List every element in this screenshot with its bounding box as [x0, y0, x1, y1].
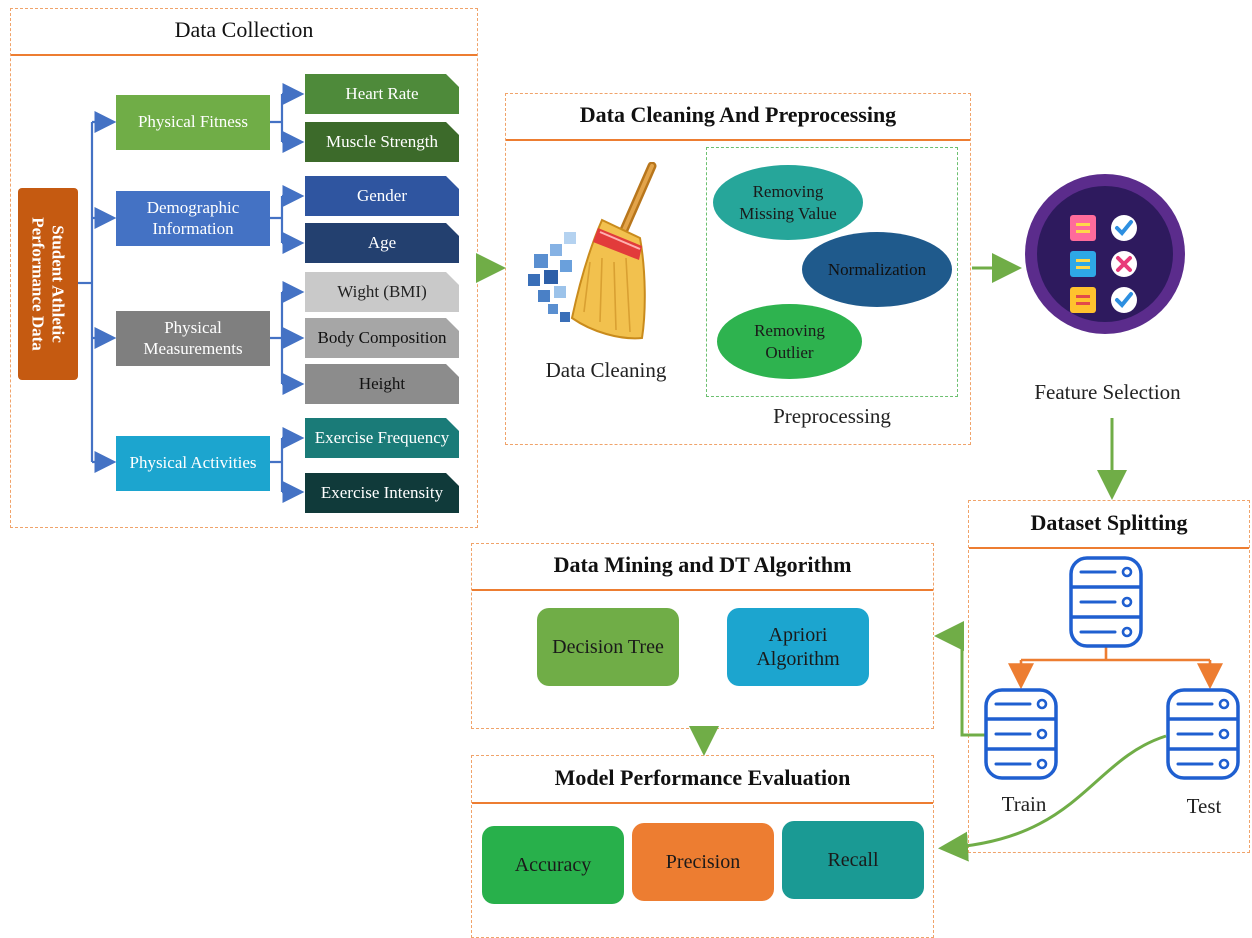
data-cleaning-title: Data Cleaning And Preprocessing: [506, 94, 970, 141]
data-collection-connectors: [78, 83, 305, 503]
step-label: Removing Outlier: [754, 321, 825, 362]
item-label: Exercise Frequency: [314, 427, 450, 447]
model-evaluation-panel: Model Performance Evaluation: [471, 755, 934, 938]
item-label: Body Composition: [317, 327, 447, 347]
method-label: Apriori Algorithm: [756, 624, 840, 670]
group-demographic-information: Demographic Information: [116, 191, 270, 246]
preprocessing-box: [706, 147, 958, 397]
step-label: Removing Missing Value: [739, 182, 837, 223]
group-label: Physical Activities: [129, 453, 257, 473]
source-box: Student Athletic Performance Data: [18, 188, 78, 380]
step-label: Normalization: [827, 259, 927, 279]
feature-selection-label: Feature Selection: [1034, 380, 1181, 404]
group-physical-fitness: Physical Fitness: [116, 95, 270, 150]
dataset-splitting-title: Dataset Splitting: [969, 501, 1249, 549]
item-label: Gender: [356, 185, 408, 205]
data-mining-panel: Data Mining and DT Algorithm: [471, 543, 934, 729]
item-label: Heart Rate: [345, 83, 419, 103]
item-exercise-frequency: Exercise Frequency: [305, 418, 459, 458]
group-label: Demographic Information: [146, 198, 240, 238]
group-physical-measurements: Physical Measurements: [116, 311, 270, 366]
test-label: Test: [1186, 794, 1222, 818]
step-removing-outlier: Removing Outlier: [717, 304, 862, 379]
database-icon: [1069, 556, 1143, 648]
data-cleaning-label: Data Cleaning: [545, 358, 667, 382]
preprocessing-label: Preprocessing: [773, 404, 891, 428]
data-mining-title: Data Mining and DT Algorithm: [472, 544, 933, 591]
item-gender: Gender: [305, 176, 459, 216]
metric-label: Recall: [827, 849, 879, 871]
metric-recall: Recall: [782, 821, 924, 899]
train-database-icon: [984, 688, 1058, 780]
metric-precision: Precision: [632, 823, 774, 901]
metric-label: Precision: [665, 851, 741, 873]
method-decision-tree: Decision Tree: [537, 608, 679, 686]
train-label: Train: [1001, 792, 1047, 816]
item-body-composition: Body Composition: [305, 318, 459, 358]
test-database-icon: [1166, 688, 1240, 780]
item-age: Age: [305, 223, 459, 263]
metric-accuracy: Accuracy: [482, 826, 624, 904]
item-exercise-intensity: Exercise Intensity: [305, 473, 459, 513]
data-cleaning-panel: Data Cleaning And Preprocessing: [505, 93, 971, 445]
method-apriori-algorithm: Apriori Algorithm: [727, 608, 869, 686]
item-heart-rate: Heart Rate: [305, 74, 459, 114]
step-removing-missing-value: Removing Missing Value: [713, 165, 863, 240]
data-collection-title: Data Collection: [11, 9, 477, 56]
item-label: Wight (BMI): [337, 281, 427, 301]
feature-selection-icon: [1025, 174, 1185, 334]
item-height: Height: [305, 364, 459, 404]
item-label: Exercise Intensity: [320, 482, 444, 502]
group-label: Physical Fitness: [137, 112, 249, 132]
dataset-splitting-panel: Dataset Splitting: [968, 500, 1250, 853]
data-cubes-icon: [528, 232, 576, 322]
item-label: Height: [358, 373, 406, 393]
metric-label: Accuracy: [514, 854, 592, 876]
method-label: Decision Tree: [552, 636, 664, 658]
group-label: Physical Measurements: [143, 318, 243, 358]
broom-icon: [528, 162, 657, 340]
item-wight-bmi: Wight (BMI): [305, 272, 459, 312]
item-label: Muscle Strength: [326, 131, 438, 151]
model-evaluation-title: Model Performance Evaluation: [472, 756, 933, 804]
step-normalization: Normalization: [802, 232, 952, 307]
group-physical-activities: Physical Activities: [116, 436, 270, 491]
item-muscle-strength: Muscle Strength: [305, 122, 459, 162]
item-label: Age: [367, 232, 397, 252]
